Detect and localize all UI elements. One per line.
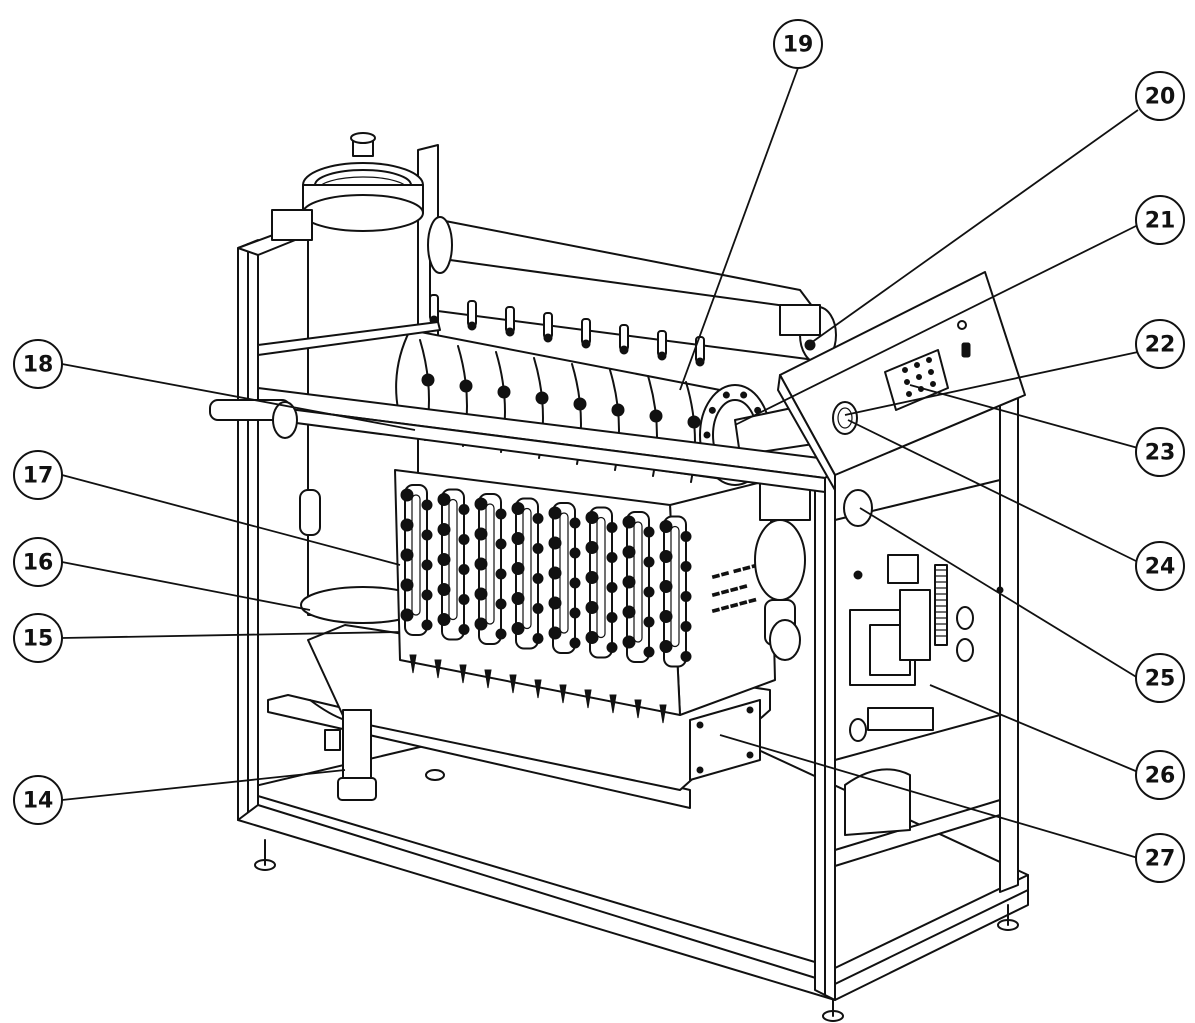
svg-text:22: 22 [1145,333,1176,358]
leader-15 [61,631,401,639]
callout-17: 17 [13,450,63,500]
svg-text:20: 20 [1145,85,1176,110]
callout-26: 26 [1135,750,1185,800]
svg-text:17: 17 [23,464,54,489]
leader-23 [909,384,1139,449]
leader-27 [719,734,1139,859]
callout-15: 15 [13,613,63,663]
leader-18 [61,363,416,431]
svg-text:15: 15 [23,627,54,652]
callout-27: 27 [1135,833,1185,883]
leader-22 [844,351,1139,416]
leader-17 [61,474,401,566]
callout-25: 25 [1135,653,1185,703]
leader-25 [859,507,1139,679]
svg-text:26: 26 [1145,764,1176,789]
svg-text:14: 14 [23,789,54,814]
leader-24 [847,419,1139,563]
leader-16 [61,561,311,611]
svg-text:16: 16 [23,551,54,576]
svg-text:23: 23 [1145,441,1176,466]
callout-20: 20 [1135,71,1185,121]
svg-text:21: 21 [1145,209,1176,234]
callout-22: 22 [1135,319,1185,369]
leader-21 [734,224,1139,426]
svg-text:24: 24 [1145,555,1176,580]
leader-19 [679,67,799,391]
svg-text:18: 18 [23,353,54,378]
callout-21: 21 [1135,195,1185,245]
leader-26 [929,684,1139,773]
svg-text:27: 27 [1145,847,1176,872]
condensate-sump [307,624,771,801]
callout-16: 16 [13,537,63,587]
callout-19: 19 [773,19,823,69]
callout-23: 23 [1135,427,1185,477]
leader-20 [807,109,1139,346]
heat-exchanger: ▬▬ ▬▬▬ ▬▬▬▬ ▬▬▬▬▬ [394,469,776,724]
leader-lines [61,67,1139,859]
svg-text:19: 19 [783,33,814,58]
callout-14: 14 [13,775,63,825]
svg-text:25: 25 [1145,667,1176,692]
control-panel [689,271,1026,836]
callout-18: 18 [13,339,63,389]
leader-14 [61,769,346,801]
callout-24: 24 [1135,541,1185,591]
